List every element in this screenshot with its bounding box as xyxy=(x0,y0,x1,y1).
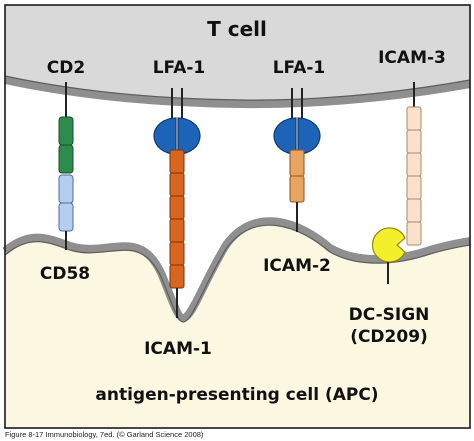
cd58-label: CD58 xyxy=(40,264,90,284)
apc-membrane xyxy=(2,217,471,323)
icam1-label: ICAM-1 xyxy=(144,339,212,359)
icam1-domain-2 xyxy=(169,172,185,197)
icam2-domain-2 xyxy=(289,175,305,203)
figure-caption: Figure 8-17 Immunobiology, 7ed. (© Garla… xyxy=(5,430,204,439)
cd58-domain-1 xyxy=(58,174,74,204)
cd58-domain-2 xyxy=(58,202,74,232)
t-cell-membrane xyxy=(4,76,471,109)
icam3-domain-2 xyxy=(406,129,422,154)
icam3-domain-3 xyxy=(406,152,422,177)
icam3-domain-5 xyxy=(406,198,422,223)
lfa1-b-label: LFA-1 xyxy=(273,58,326,78)
lfa1-b-molecule xyxy=(273,117,321,155)
icam2-label: ICAM-2 xyxy=(263,256,331,276)
icam3-domain-6 xyxy=(406,221,422,246)
cd2-domain-1 xyxy=(58,116,74,146)
icam1-domain-4 xyxy=(169,218,185,243)
icam3-domain-1 xyxy=(406,106,422,131)
t-cell-label: T cell xyxy=(207,17,267,41)
icam2-molecule xyxy=(289,149,305,203)
cd2-molecule xyxy=(58,116,74,174)
icam3-domain-4 xyxy=(406,175,422,200)
dcsign-label: DC-SIGN xyxy=(349,305,430,325)
cd58-molecule xyxy=(58,174,74,232)
icam3-label: ICAM-3 xyxy=(378,48,446,68)
apc-membrane-edge xyxy=(4,224,471,323)
t-cell-body xyxy=(5,5,470,105)
apc-cell-body xyxy=(5,221,470,428)
icam1-domain-6 xyxy=(169,264,185,289)
lfa1-a-label: LFA-1 xyxy=(153,58,206,78)
cd2-domain-2 xyxy=(58,144,74,174)
icam1-domain-1 xyxy=(169,149,185,174)
figure-frame xyxy=(4,4,471,429)
icam2-domain-1 xyxy=(289,149,305,177)
apc-label: antigen-presenting cell (APC) xyxy=(95,385,378,405)
icam1-domain-5 xyxy=(169,241,185,266)
icam1-molecule xyxy=(169,149,185,289)
icam3-molecule xyxy=(406,106,422,246)
cd2-label: CD2 xyxy=(47,58,85,78)
dcsign-molecule xyxy=(371,227,406,263)
dcsign-sublabel: (CD209) xyxy=(350,327,428,347)
t-cell-membrane-edge xyxy=(4,75,471,101)
dcsign-head xyxy=(371,227,406,263)
icam1-domain-3 xyxy=(169,195,185,220)
